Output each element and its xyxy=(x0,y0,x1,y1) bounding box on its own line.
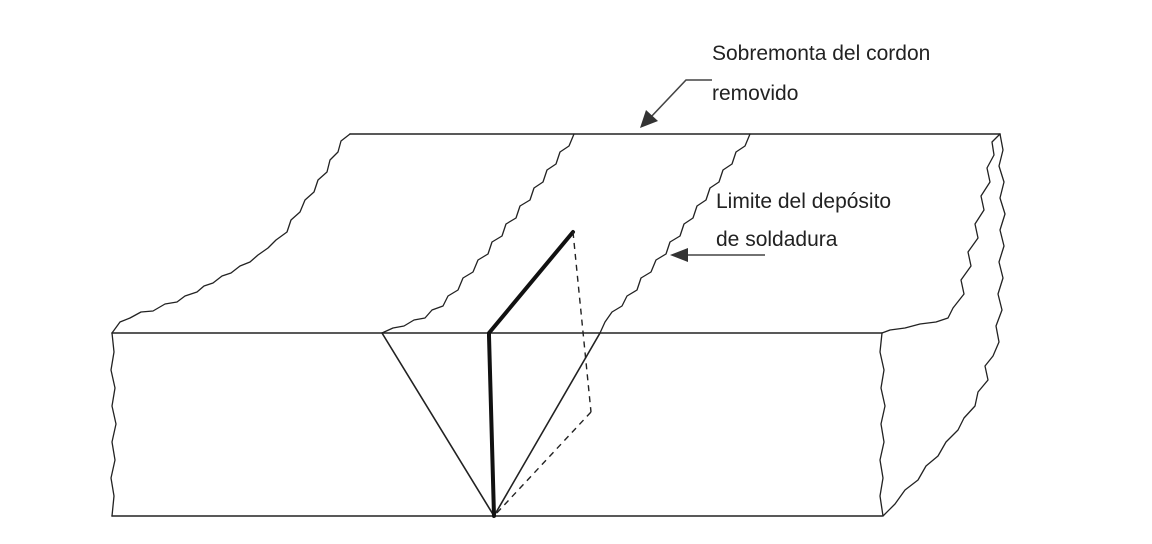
top-left-broken-edge xyxy=(111,133,351,334)
hidden-edge-top xyxy=(572,231,592,413)
boundary-leader xyxy=(670,248,765,262)
weld-boundary xyxy=(381,133,751,334)
v-groove-weld xyxy=(381,332,601,517)
boundary-label-line1: Limite del depósito xyxy=(716,190,891,213)
hidden-edge-bottom xyxy=(493,411,592,517)
front-right-broken-edge xyxy=(879,332,886,517)
front-left-broken-edge xyxy=(110,332,117,517)
weld-boundary-left xyxy=(381,133,575,334)
top-right-broken-edge xyxy=(881,133,1001,334)
right-side-back-edge xyxy=(882,133,1006,517)
reinforcement-label-line1: Sobremonta del cordon xyxy=(712,42,930,65)
block-top-face xyxy=(111,133,1001,334)
arrow-head-icon xyxy=(640,110,658,128)
reinforcement-leader xyxy=(640,79,712,128)
boundary-label-line2: de soldadura xyxy=(716,228,838,251)
weld-boundary-right xyxy=(599,133,751,334)
block-front-face xyxy=(110,332,886,517)
section-cut-plane xyxy=(487,230,592,518)
arrow-head-icon xyxy=(670,248,688,262)
reinforcement-label-line2: removido xyxy=(712,82,798,105)
section-cut-bold-line xyxy=(487,230,575,518)
